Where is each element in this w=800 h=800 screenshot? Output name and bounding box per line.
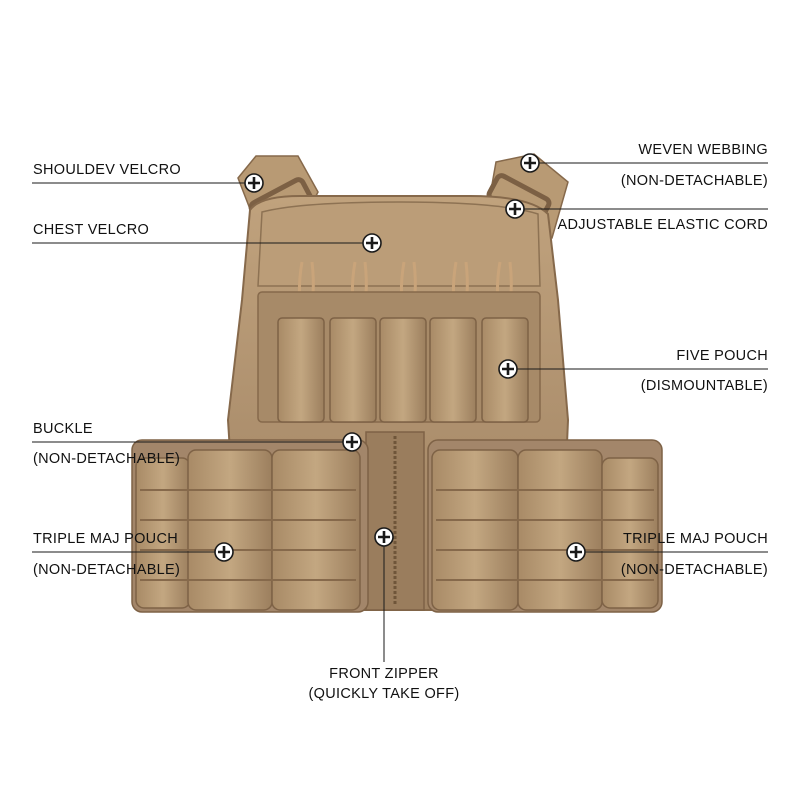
plus-marker-icon (342, 432, 362, 452)
callout-label: TRIPLE MAJ POUCH (623, 531, 768, 547)
callout-label: ADJUSTABLE ELASTIC CORD (557, 217, 768, 233)
callout-label: CHEST VELCRO (33, 222, 150, 238)
plus-marker-icon (520, 153, 540, 173)
chest-velcro-panel (257, 201, 541, 287)
callout-label: SHOULDEV VELCRO (33, 162, 181, 178)
triple-mag-pouch-group-right (427, 439, 663, 613)
callout-label: BUCKLE (33, 421, 93, 437)
callout-sublabel: (NON-DETACHABLE) (33, 451, 181, 467)
plus-marker-icon (244, 173, 264, 193)
callout-sublabel: (NON-DETACHABLE) (33, 562, 181, 578)
plus-marker-icon (374, 527, 394, 547)
callout-sublabel: (NON-DETACHABLE) (620, 173, 768, 189)
plus-marker-icon (505, 199, 525, 219)
callout-sublabel: (DISMOUNTABLE) (640, 378, 768, 394)
plus-marker-icon (566, 542, 586, 562)
callout-label: WEVEN WEBBING (638, 142, 768, 158)
callout-sublabel: (QUICKLY TAKE OFF) (308, 686, 460, 702)
callout-label: FIVE POUCH (676, 348, 768, 364)
plus-marker-icon (214, 542, 234, 562)
callout-sublabel: (NON-DETACHABLE) (620, 562, 768, 578)
callout-label: FRONT ZIPPER (329, 666, 439, 682)
plus-marker-icon (362, 233, 382, 253)
five-pouch-row (257, 291, 541, 423)
callout-label: TRIPLE MAJ POUCH (33, 531, 178, 547)
triple-mag-pouch-group-left (131, 439, 369, 613)
plus-marker-icon (498, 359, 518, 379)
leader-lines (32, 162, 768, 662)
